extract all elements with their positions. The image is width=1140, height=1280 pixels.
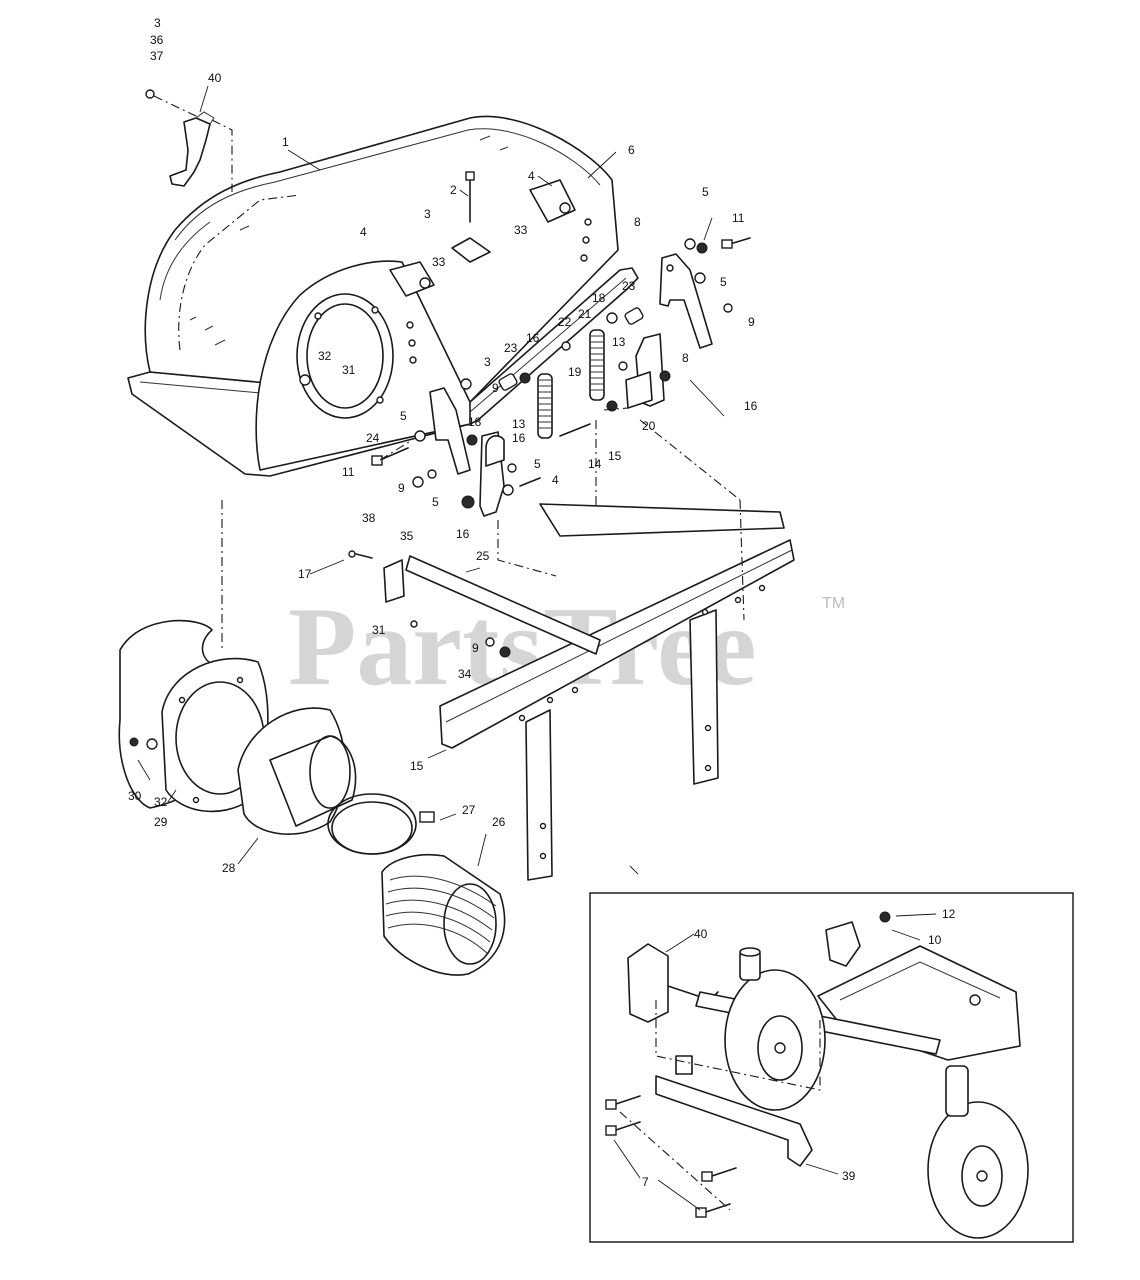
callout-11: 11	[342, 465, 355, 479]
callout-1: 1	[282, 135, 289, 149]
latch-assembly	[145, 89, 233, 192]
callout-40: 40	[208, 71, 222, 85]
callout-15: 15	[410, 759, 424, 773]
inset-wheel-assembly	[589, 892, 1074, 1243]
callout-9: 9	[398, 481, 405, 495]
callout-5: 5	[432, 495, 439, 509]
hose	[381, 853, 506, 976]
callout-31: 31	[372, 623, 386, 637]
control-linkage	[371, 237, 751, 517]
spring-19	[537, 373, 553, 439]
callout-14: 14	[588, 457, 602, 471]
callout-17: 17	[298, 567, 312, 581]
frame	[221, 419, 795, 881]
callout-11: 11	[732, 211, 745, 225]
callout-16: 16	[512, 431, 526, 445]
callout-16: 16	[526, 331, 540, 345]
callout-9: 9	[748, 315, 755, 329]
callout-9: 9	[472, 641, 479, 655]
callout-leaders	[137, 85, 937, 1211]
callout-5: 5	[720, 275, 727, 289]
callout-33: 33	[432, 255, 446, 269]
callout-2: 2	[450, 183, 457, 197]
callout-30: 30	[128, 789, 142, 803]
callout-3: 3	[154, 16, 161, 30]
callout-3: 3	[484, 355, 491, 369]
callout-6: 6	[628, 143, 635, 157]
callout-13: 13	[612, 335, 626, 349]
callout-37: 37	[150, 49, 164, 63]
callout-5: 5	[702, 185, 709, 199]
callout-9: 9	[492, 381, 499, 395]
callout-39: 39	[842, 1169, 856, 1183]
callout-22: 22	[558, 315, 572, 329]
blower-housing	[127, 115, 639, 477]
callout-38: 38	[362, 511, 376, 525]
watermark-trademark: TM	[822, 595, 845, 612]
callout-7: 7	[642, 1175, 649, 1189]
callout-21: 21	[578, 307, 592, 321]
callout-23: 23	[504, 341, 518, 355]
callout-3: 3	[424, 207, 431, 221]
callout-16: 16	[456, 527, 470, 541]
callout-labels: 3 36 37 40 1 6 2 4 3 33 4 33 32 31 5 8 1…	[128, 16, 956, 1189]
callout-4: 4	[552, 473, 559, 487]
callout-15: 15	[608, 449, 622, 463]
callout-13: 13	[512, 417, 526, 431]
callout-29: 29	[154, 815, 168, 829]
callout-32: 32	[154, 795, 168, 809]
callout-28: 28	[222, 861, 236, 875]
callout-23: 23	[622, 279, 636, 293]
callout-25: 25	[476, 549, 490, 563]
callout-34: 34	[458, 667, 472, 681]
callout-19: 19	[568, 365, 582, 379]
callout-18: 18	[592, 291, 606, 305]
callout-32: 32	[318, 349, 332, 363]
callout-31: 31	[342, 363, 356, 377]
callout-40: 40	[694, 927, 708, 941]
callout-12: 12	[942, 907, 956, 921]
callout-20: 20	[642, 419, 656, 433]
callout-26: 26	[492, 815, 506, 829]
inset-border	[589, 892, 1074, 1243]
callout-8: 8	[634, 215, 641, 229]
callout-5: 5	[400, 409, 407, 423]
callout-4: 4	[528, 169, 535, 183]
callout-16: 16	[744, 399, 758, 413]
callout-33: 33	[514, 223, 528, 237]
callout-36: 36	[150, 33, 164, 47]
callout-18: 18	[468, 415, 482, 429]
spring-21	[589, 329, 605, 401]
chute-assembly	[118, 619, 506, 976]
callout-5: 5	[534, 457, 541, 471]
callout-8: 8	[682, 351, 689, 365]
callout-4: 4	[360, 225, 367, 239]
callout-10: 10	[928, 933, 942, 947]
callout-35: 35	[400, 529, 414, 543]
callout-24: 24	[366, 431, 380, 445]
callout-27: 27	[462, 803, 476, 817]
